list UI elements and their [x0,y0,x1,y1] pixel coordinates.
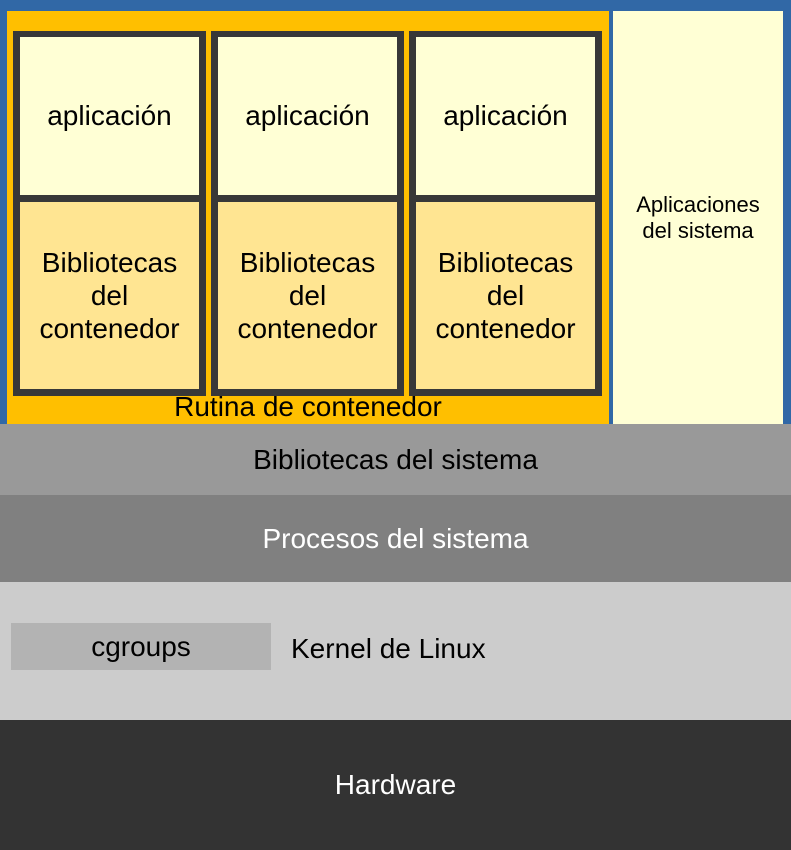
container-3: aplicación Bibliotecas del contenedor [409,31,602,396]
container-2: aplicación Bibliotecas del contenedor [211,31,404,396]
kernel-label: Kernel de Linux [291,633,486,664]
container-3-libraries: Bibliotecas del contenedor [416,202,595,389]
container-1-libraries: Bibliotecas del contenedor [20,202,199,389]
cgroups-box: cgroups [11,623,271,670]
container-1-app: aplicación [20,37,199,195]
system-libraries-layer: Bibliotecas del sistema [0,424,791,495]
container-2-libraries: Bibliotecas del contenedor [218,202,397,389]
system-apps-box: Aplicaciones del sistema [613,11,783,424]
system-processes-layer: Procesos del sistema [0,495,791,582]
hardware-layer: Hardware [0,720,791,850]
container-2-app: aplicación [218,37,397,195]
container-1: aplicación Bibliotecas del contenedor [13,31,206,396]
container-3-app: aplicación [416,37,595,195]
container-runtime-layer: aplicación Bibliotecas del contenedor ap… [7,11,609,424]
kernel-layer: cgroups Kernel de Linux [0,582,791,720]
runtime-label: Rutina de contenedor [174,391,442,422]
